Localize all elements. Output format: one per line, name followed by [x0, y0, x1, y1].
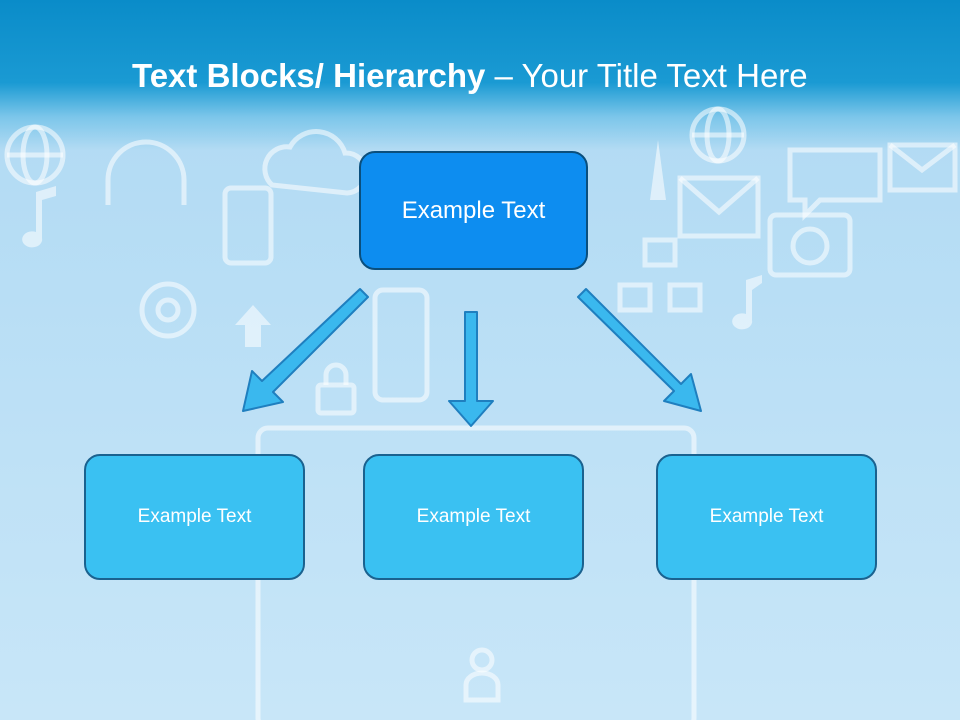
globe-right-icon [689, 106, 747, 164]
music-note-icon [22, 186, 57, 248]
header-band [0, 0, 960, 150]
arrow-to-center-child [448, 311, 494, 427]
gear-icon [139, 281, 197, 339]
title-rest: Your Title Text Here [521, 57, 808, 94]
slide-title: Text Blocks/ Hierarchy – Your Title Text… [132, 54, 808, 98]
lock-icon [315, 362, 357, 416]
child-node-right: Example Text [656, 454, 877, 580]
music-note-right-icon [732, 275, 762, 330]
title-bold-part: Text Blocks/ Hierarchy [132, 57, 486, 94]
child-node-label: Example Text [416, 506, 531, 527]
envelope-icon [677, 175, 761, 239]
envelope-small-icon [887, 142, 958, 193]
camera-icon [767, 212, 853, 278]
globe-icon [4, 124, 66, 186]
network-icon [617, 237, 703, 313]
arrow-to-left-child [242, 288, 369, 412]
child-node-label: Example Text [137, 506, 252, 527]
root-node: Example Text [359, 151, 588, 270]
child-node-center: Example Text [363, 454, 584, 580]
child-node-label: Example Text [709, 506, 824, 527]
title-separator: – [485, 57, 522, 94]
phone-icon [222, 185, 274, 266]
antenna-icon [650, 140, 666, 200]
upload-arrow-icon [235, 305, 271, 347]
sms-bubble-icon [787, 147, 883, 222]
headphones-icon [105, 139, 187, 205]
tablet-icon [372, 287, 430, 403]
root-node-label: Example Text [401, 196, 546, 224]
child-node-left: Example Text [84, 454, 305, 580]
person-icon [463, 647, 501, 703]
arrow-to-right-child [577, 288, 702, 412]
